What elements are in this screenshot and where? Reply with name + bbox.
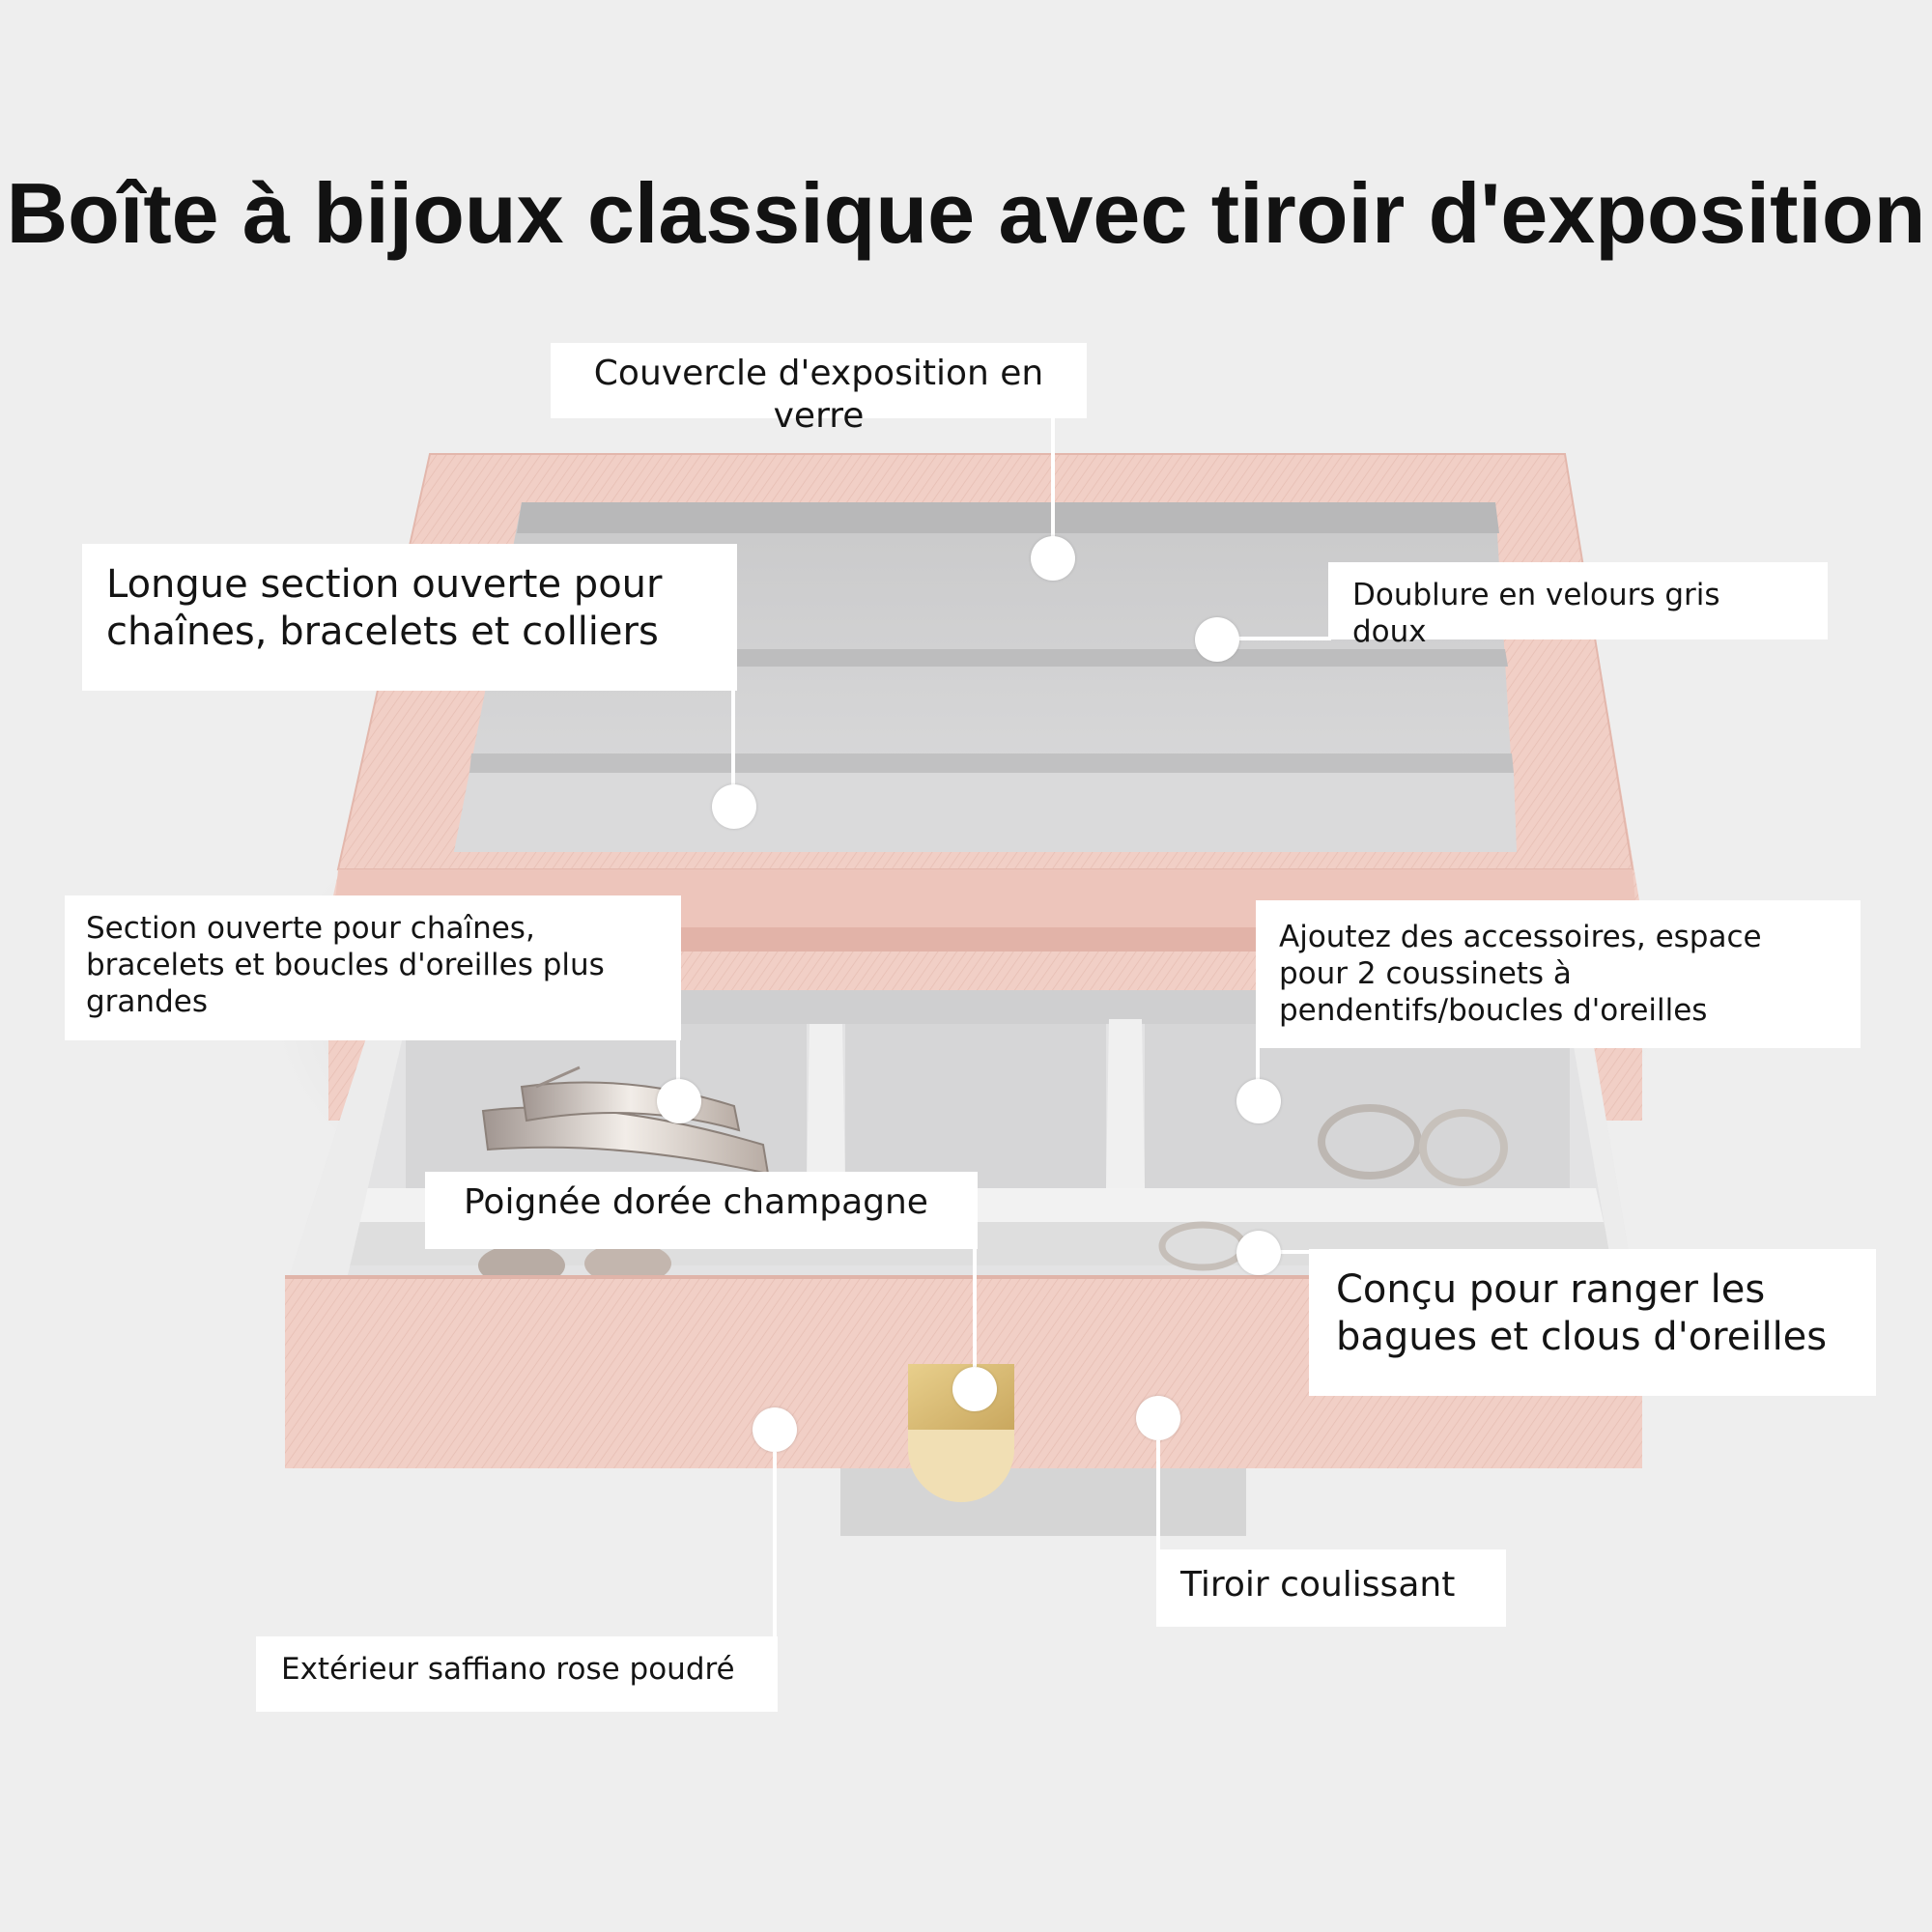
connector-long-section [731,691,735,807]
page-title: Boîte à bijoux classique avec tiroir d'e… [6,165,1926,261]
marker-velvet-lining [1195,617,1239,662]
label-sliding-drawer: Tiroir coulissant [1156,1549,1506,1627]
marker-rings [1236,1231,1281,1275]
marker-drawer [1136,1396,1180,1440]
connector-velvet-lining [1236,637,1331,640]
marker-glass-lid [1031,536,1075,581]
connector-glass-lid [1051,418,1055,558]
marker-open-section [657,1079,701,1123]
marker-long-section [712,784,756,829]
connector-drawer [1156,1440,1160,1623]
label-open-section: Section ouverte pour chaînes, bracelets … [65,895,681,1040]
connector-rings [1259,1250,1311,1254]
connector-exterior [773,1452,777,1640]
marker-gold-handle [952,1367,997,1411]
marker-accessories [1236,1079,1281,1123]
connector-gold-handle [973,1249,977,1367]
label-exterior: Extérieur saffiano rose poudré [256,1636,778,1712]
label-long-section: Longue section ouverte pour chaînes, bra… [82,544,737,691]
label-gold-handle: Poignée dorée champagne [425,1172,978,1249]
label-velvet-lining: Doublure en velours gris doux [1328,562,1828,649]
marker-exterior [753,1407,797,1452]
label-accessories: Ajoutez des accessoires, espace pour 2 c… [1256,900,1861,1048]
connector-open-section [676,1040,680,1098]
label-glass-lid: Couvercle d'exposition en verre [551,343,1087,436]
connector-accessories [1256,1048,1260,1094]
label-rings: Conçu pour ranger les bagues et clous d'… [1309,1249,1876,1396]
